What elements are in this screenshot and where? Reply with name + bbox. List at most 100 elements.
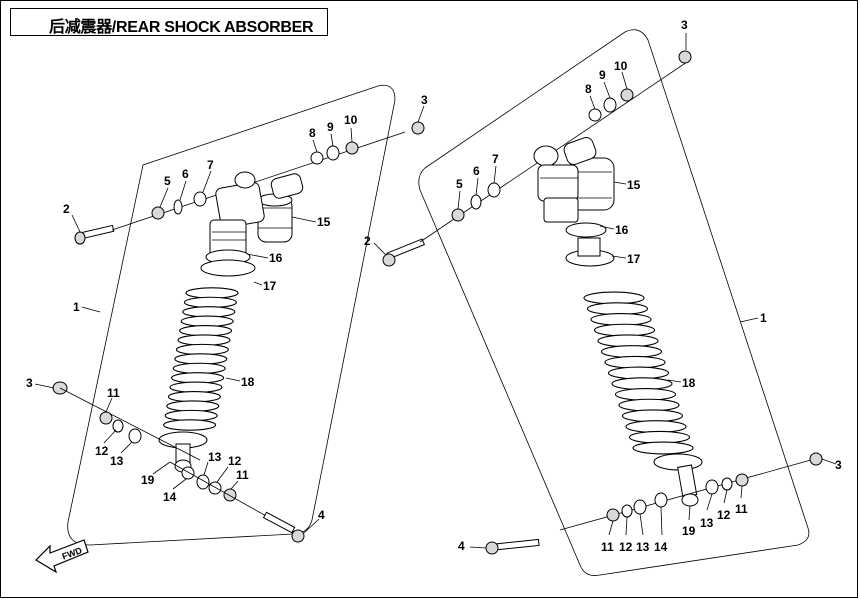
left-washer-9 <box>326 145 340 161</box>
left-reservoir-15 <box>257 173 304 243</box>
right-bolt-2 <box>382 238 426 267</box>
left-lower-eye-19 <box>158 431 208 473</box>
spring-coil <box>180 315 234 328</box>
callout-right-5: 5 <box>456 177 463 191</box>
left-nut-3-top <box>411 121 425 135</box>
right-nut-3-side <box>809 452 823 466</box>
spring-coil <box>632 441 694 455</box>
spring-coil <box>600 345 663 359</box>
callout-left-2: 2 <box>63 202 70 216</box>
callout-left-8: 8 <box>309 126 316 140</box>
right-body-lower <box>577 237 601 257</box>
callout-right-1: 1 <box>760 311 767 325</box>
left-callouts: 1 2 3 3 4 5 6 7 8 9 10 11 12 13 19 14 13… <box>26 93 428 534</box>
right-assembly-outline <box>418 29 810 576</box>
right-nut-11b <box>735 473 749 487</box>
left-washer-12b <box>208 481 222 495</box>
spring-coil <box>590 312 652 326</box>
callout-right-3-side: 3 <box>835 458 842 472</box>
spring-coil <box>185 287 239 299</box>
callout-left-10: 10 <box>344 113 358 127</box>
callout-right-9: 9 <box>599 68 606 82</box>
callout-left-12a: 12 <box>95 444 109 458</box>
left-washer-12a <box>112 419 124 433</box>
spring-coil <box>163 419 217 431</box>
callout-right-7: 7 <box>492 152 499 166</box>
right-washer-9 <box>603 97 617 113</box>
callout-right-11a: 11 <box>601 540 614 554</box>
right-bolt-4 <box>485 538 540 555</box>
callout-left-11a: 11 <box>107 386 120 400</box>
spring-coil <box>586 302 649 316</box>
spring-coil <box>183 296 237 309</box>
spring-coil <box>179 324 233 337</box>
left-bolt-2 <box>74 224 115 245</box>
callout-right-16: 16 <box>615 223 629 237</box>
callout-left-17: 17 <box>263 279 277 293</box>
spring-coil <box>604 355 666 369</box>
left-assembly <box>52 84 425 546</box>
callout-right-13a: 13 <box>636 540 650 554</box>
spring-coil <box>583 291 645 305</box>
left-collar-17 <box>200 259 256 277</box>
callout-left-6: 6 <box>182 167 189 181</box>
callout-right-19: 19 <box>682 524 696 538</box>
callout-left-9: 9 <box>327 120 334 134</box>
left-shock-body <box>209 171 265 263</box>
right-nut-3-top <box>678 50 692 64</box>
spring-coil <box>607 366 670 380</box>
callout-right-8: 8 <box>585 82 592 96</box>
right-callouts: 1 2 3 3 4 5 6 7 8 9 10 11 12 13 14 19 13… <box>364 18 842 554</box>
spring-coil <box>614 387 677 401</box>
callout-right-2: 2 <box>364 234 371 248</box>
spring-coil <box>174 353 228 365</box>
left-washer-6 <box>173 199 183 215</box>
callout-left-13a: 13 <box>110 454 124 468</box>
left-washer-14 <box>181 466 195 480</box>
callout-left-18: 18 <box>241 375 255 389</box>
callout-right-13b: 13 <box>700 516 714 530</box>
left-washer-8 <box>310 151 324 165</box>
left-bushing-10 <box>345 141 359 155</box>
callout-left-1: 1 <box>73 300 80 314</box>
left-bushing-7 <box>193 191 207 207</box>
left-washer-13b <box>196 474 210 490</box>
spring-coil <box>597 334 659 348</box>
callout-left-19: 19 <box>141 473 155 487</box>
callout-left-4: 4 <box>318 508 325 522</box>
callout-right-4: 4 <box>458 539 465 553</box>
callout-left-11b: 11 <box>236 468 249 482</box>
left-bottom-axis <box>59 387 201 461</box>
callout-left-14: 14 <box>163 490 177 504</box>
spring-coil <box>628 430 691 444</box>
callout-right-11b: 11 <box>735 502 748 516</box>
spring-coil <box>175 343 229 356</box>
left-nut-5 <box>151 206 165 220</box>
spring-coil <box>611 377 673 391</box>
callout-right-6: 6 <box>473 164 480 178</box>
right-lower-eye-19 <box>653 453 703 507</box>
right-shock-body <box>533 145 579 223</box>
right-spacer-16 <box>565 222 607 238</box>
callout-left-3-top: 3 <box>421 93 428 107</box>
callout-right-10: 10 <box>614 59 628 73</box>
right-washer-13a <box>633 499 647 515</box>
right-nut-11a <box>606 508 620 522</box>
callout-right-14: 14 <box>654 540 668 554</box>
spring-coil <box>169 381 223 394</box>
left-washer-13a <box>128 428 142 444</box>
title-box: 后减震器/REAR SHOCK ABSORBER <box>10 8 328 36</box>
callout-right-18: 18 <box>682 376 696 390</box>
callout-left-7: 7 <box>207 158 214 172</box>
callout-left-16: 16 <box>269 251 283 265</box>
right-washer-13b <box>705 479 719 495</box>
spring-coil <box>177 334 231 346</box>
spring-coil <box>593 323 656 337</box>
callout-left-5: 5 <box>164 174 171 188</box>
right-bushing-7 <box>487 182 501 198</box>
right-washer-8 <box>588 108 602 122</box>
spring-coil <box>621 409 684 423</box>
left-assembly-outline <box>67 84 396 546</box>
